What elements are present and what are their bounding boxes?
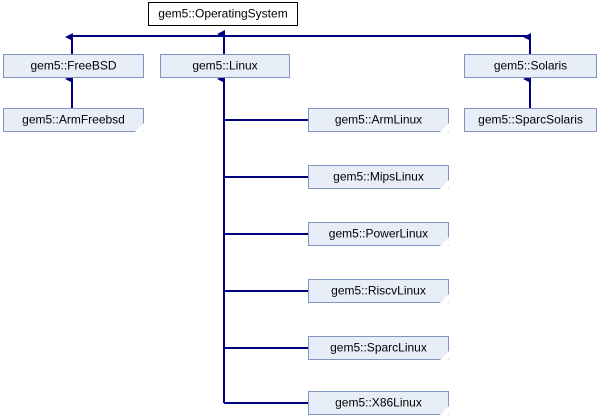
node-solaris[interactable]: gem5::Solaris	[464, 54, 597, 78]
node-label-riscv-linux: gem5::RiscvLinux	[331, 283, 426, 298]
node-sparc-linux[interactable]: gem5::SparcLinux	[308, 336, 449, 360]
node-riscv-linux[interactable]: gem5::RiscvLinux	[308, 279, 449, 303]
node-label-arm-freebsd: gem5::ArmFreebsd	[22, 112, 125, 127]
node-label-mips-linux: gem5::MipsLinux	[333, 169, 424, 184]
node-label-linux: gem5::Linux	[192, 58, 258, 73]
node-arm-freebsd[interactable]: gem5::ArmFreebsd	[3, 108, 144, 132]
node-label-operating-system: gem5::OperatingSystem	[158, 6, 288, 21]
node-sparc-solaris[interactable]: gem5::SparcSolaris	[464, 108, 597, 132]
page-fold-icon	[440, 180, 449, 189]
page-fold-icon	[440, 123, 449, 132]
page-fold-icon	[440, 294, 449, 303]
node-label-solaris: gem5::Solaris	[493, 58, 568, 73]
node-arm-linux[interactable]: gem5::ArmLinux	[308, 108, 449, 132]
node-freebsd[interactable]: gem5::FreeBSD	[3, 54, 144, 78]
page-fold-icon	[440, 237, 449, 246]
node-linux[interactable]: gem5::Linux	[160, 54, 290, 78]
page-fold-icon	[135, 123, 144, 132]
node-label-sparc-linux: gem5::SparcLinux	[330, 340, 427, 355]
node-label-arm-linux: gem5::ArmLinux	[334, 112, 423, 127]
page-fold-icon	[440, 351, 449, 360]
node-label-freebsd: gem5::FreeBSD	[30, 58, 117, 73]
node-label-sparc-solaris: gem5::SparcSolaris	[478, 112, 583, 127]
node-power-linux[interactable]: gem5::PowerLinux	[308, 222, 449, 246]
node-mips-linux[interactable]: gem5::MipsLinux	[308, 165, 449, 189]
node-operating-system: gem5::OperatingSystem	[148, 2, 298, 26]
node-x86-linux[interactable]: gem5::X86Linux	[308, 391, 449, 415]
page-fold-icon	[440, 406, 449, 415]
node-label-x86-linux: gem5::X86Linux	[335, 395, 422, 410]
node-label-power-linux: gem5::PowerLinux	[328, 226, 429, 241]
